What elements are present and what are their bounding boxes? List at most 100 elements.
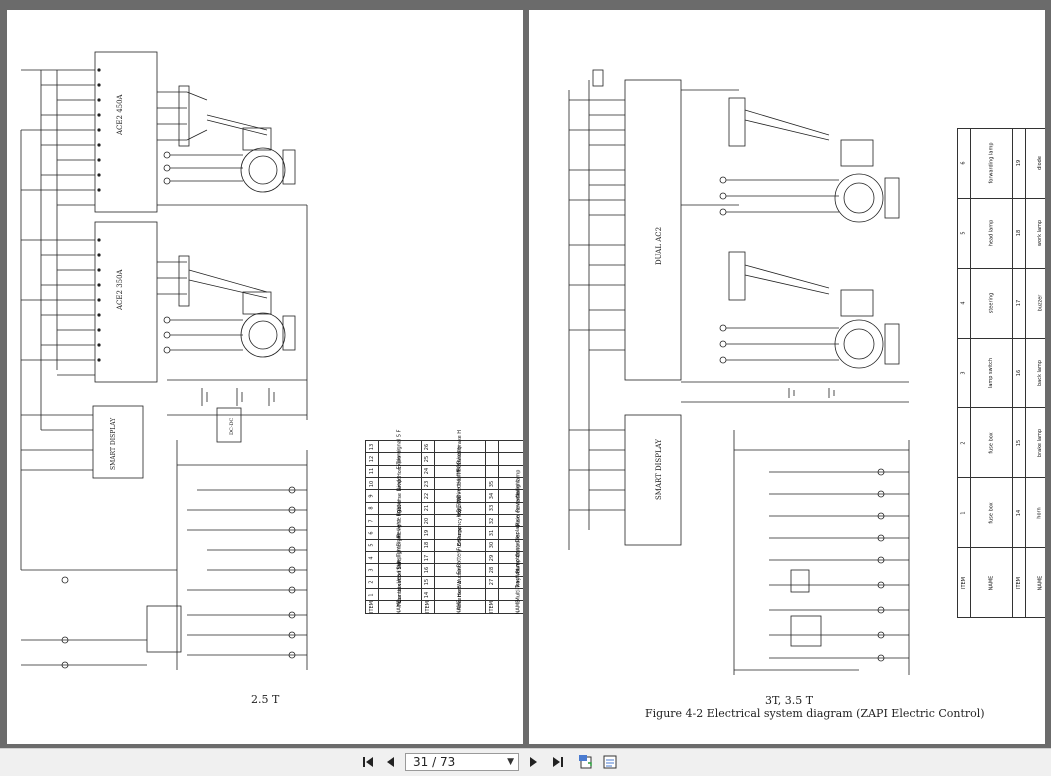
legend-left-cell: DC converter <box>433 480 486 513</box>
legend-right-cell: 2 <box>956 407 972 479</box>
legend-left-cell: Explorer <box>378 449 422 469</box>
legend-right-cell: head lamp <box>970 197 1014 269</box>
fit-width-icon <box>603 755 617 769</box>
motor-section-bottom <box>681 251 909 403</box>
prev-page-icon <box>387 757 394 767</box>
legend-left-cell <box>484 464 499 479</box>
legend-right-cell: fuse box <box>970 477 1014 549</box>
legend-left-cell: 15 <box>420 575 435 590</box>
legend-left-cell: Controller <box>497 533 523 558</box>
legend-left-cell: Direction M <box>433 469 486 498</box>
legend-right-cell: brake lamp <box>1025 407 1045 479</box>
legend-left-cell: Emergency stop SW <box>433 496 486 546</box>
legend-left-cell: 4 <box>364 551 380 565</box>
legend-left-cell: 31 <box>484 526 499 540</box>
legend-left-cell <box>497 452 523 466</box>
display-label: SMART DISPLAY <box>655 439 663 500</box>
display-block <box>624 414 682 546</box>
legend-right-cell: fuse box <box>970 407 1014 479</box>
legend-right-cell: buzzer <box>1025 267 1045 339</box>
last-page-button[interactable] <box>550 754 566 770</box>
legend-left-cell: Horn button <box>433 567 486 597</box>
legend-left-cell: 35 <box>484 477 499 491</box>
legend-left-cell: Battery <box>433 549 486 567</box>
legend-right-row: ITEMNAMEITEMNAMEITEMNAMEITEMNAMEITEMNAME… <box>956 547 1045 618</box>
legend-right-cell: 3 <box>956 337 972 409</box>
legend-left-cell: 5 <box>364 538 380 553</box>
controller-wiring <box>21 69 95 471</box>
legend-left-cell: 18 <box>420 538 435 553</box>
first-page-icon <box>363 757 373 767</box>
legend-left-cell <box>497 439 523 454</box>
legend-left-cell: Pump <box>433 526 486 540</box>
legend-left-cell: 32 <box>484 514 499 528</box>
first-page-button[interactable] <box>360 754 376 770</box>
legend-left-cell: NAME <box>378 600 422 615</box>
prev-page-button[interactable] <box>382 754 398 770</box>
legend-left-cell: 3 <box>364 563 380 577</box>
legend-left-cell: 7 <box>364 514 380 528</box>
legend-right-cell: 17 <box>1012 267 1027 339</box>
legend-left-cell: 27 <box>484 575 499 590</box>
key-switch-block <box>592 69 604 87</box>
left-page-caption: 2.5 T <box>251 693 280 706</box>
battery-circuit: DC-DC <box>167 379 307 443</box>
legend-left-cell <box>484 439 499 454</box>
legend-left-cell: 17 <box>420 551 435 565</box>
legend-left-cell: 20 <box>420 514 435 528</box>
legend-right-cell: ITEM <box>1012 547 1027 618</box>
fit-width-button[interactable] <box>602 754 618 770</box>
legend-left-cell: 8 <box>364 501 380 516</box>
legend-left-cell: 34 <box>484 489 499 503</box>
legend-left-cell: Horn <box>378 464 422 479</box>
legend-left-cell: Fan <box>433 563 486 577</box>
fit-page-button[interactable] <box>578 754 594 770</box>
legend-left-cell: 2 <box>364 575 380 590</box>
display-label: SMART DISPLAY <box>110 417 117 470</box>
page-selector[interactable]: 31 / 73 ▼ <box>405 753 519 771</box>
legend-left-cell: Key SW <box>433 499 486 518</box>
controller-label: DUAL AC2 <box>655 227 663 265</box>
pdf-page-right: DUAL AC2 SMART DISPLAY <box>529 10 1045 744</box>
legend-left-cell <box>484 452 499 466</box>
terminal-dots <box>97 68 101 362</box>
next-page-icon <box>530 757 537 767</box>
legend-right-cell: ITEM <box>956 547 972 618</box>
legend-left-cell: 26 <box>420 439 435 454</box>
legend-left-cell: 28 <box>484 563 499 577</box>
legend-left-cell <box>497 588 523 602</box>
legend-left-cell: 21 <box>420 501 435 516</box>
legend-right-cell: forwarding lamp <box>970 128 1014 199</box>
legend-right-cell: 19 <box>1012 128 1027 199</box>
legend-right-cell: 1 <box>956 477 972 549</box>
last-page-icon <box>553 757 563 767</box>
legend-left-cell: Fuse <box>497 514 523 528</box>
legend-left-cell: Multi-way valve <box>497 563 523 602</box>
pdf-page-left: ACE2 450A ACE2 350A SMART DISPLAY <box>7 10 523 744</box>
legend-right-cell: lamp switch <box>970 337 1014 409</box>
legend-left-cell: 6 <box>364 526 380 540</box>
chevron-down-icon: ▼ <box>507 757 514 767</box>
motor-section-top <box>681 89 900 223</box>
legend-left-cell: 29 <box>484 551 499 565</box>
next-page-button[interactable] <box>526 754 542 770</box>
legend-left-cell: Main contactor <box>497 490 523 527</box>
legend-left-cell: 24 <box>420 464 435 479</box>
legend-left-cell: 12 <box>364 452 380 466</box>
controller-bottom-label: ACE2 350A <box>116 268 124 311</box>
motor-wiring-top <box>157 85 308 420</box>
